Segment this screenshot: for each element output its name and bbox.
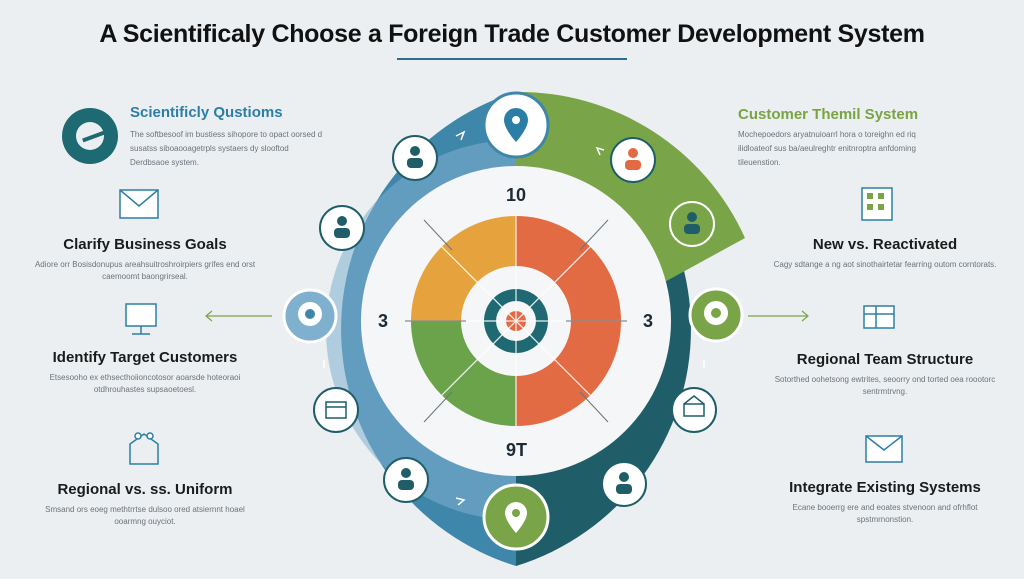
node-right-lower [671,387,717,433]
right-item-2: Regional Team Structure Sotorthed oohets… [770,351,1000,398]
right-item-description: Sotorthed oohetsong ewtrites, seoorry on… [774,375,996,396]
left-item-title: Clarify Business Goals [63,236,227,253]
target-number-left: 3 [378,311,389,331]
right-item-description: Cagy sdtange a ng aot sinothairtetar fea… [773,260,997,269]
left-item-description: Etsesooho ex ethsecthoiioncotosor aoarsd… [49,373,241,394]
calendar-icon [325,401,347,419]
target-number-right: 3 [643,311,654,331]
right-item-1: New vs. Reactivated Cagy sdtange a ng ao… [770,236,1000,271]
target-pin-icons [298,301,728,326]
node-left-lower [313,387,359,433]
top-right-heading: Customer Themil System [738,106,919,123]
right-item-description: Ecane booerrg ere and eoates stvenoon an… [792,503,978,524]
top-right-description: Mochepoedors aryatnuioarrl hora o toreig… [738,130,916,167]
left-item-2: Identify Target Customers Etsesooho ex e… [30,349,260,396]
right-item-title: New vs. Reactivated [812,236,958,253]
right-item-title: Integrate Existing Systems [789,479,981,496]
title-underline [397,58,627,60]
right-item-3: Integrate Existing Systems Ecane booerrg… [770,479,1000,526]
left-item-description: Smsand ors eoeg methtrrtse dulsoo ored a… [45,505,245,526]
target-number-bottom: 9T [506,440,528,460]
network-icon [129,433,159,465]
monitor-icon [125,303,157,327]
target-number-top: 10 [506,185,527,205]
location-pin-icon-bottom [505,502,527,533]
chart-board-icon [863,305,895,329]
left-item-3: Regional vs. ss. Uniform Smsand ors eoeg… [30,481,260,528]
building-icon [683,395,705,417]
grid-document-icon [861,187,893,221]
top-left-heading: Scientificly Qustioms [130,104,283,121]
page-title: A Scientificaly Choose a Foreign Trade C… [99,20,925,48]
location-pin-icon [504,108,528,142]
right-item-title: Regional Team Structure [796,351,974,368]
gauge-logo-icon [62,108,118,164]
left-item-description: Adiore orr Bosisdonupus areahsuitroshroi… [34,260,256,281]
left-item-title: Regional vs. ss. Uniform [57,481,233,498]
top-left-description: The softbesoof im bustiess sihopore to o… [130,130,323,167]
left-item-title: Identify Target Customers [52,349,238,366]
left-item-1: Clarify Business Goals Adiore orr Bosisd… [30,236,260,283]
person-icons [334,146,700,494]
